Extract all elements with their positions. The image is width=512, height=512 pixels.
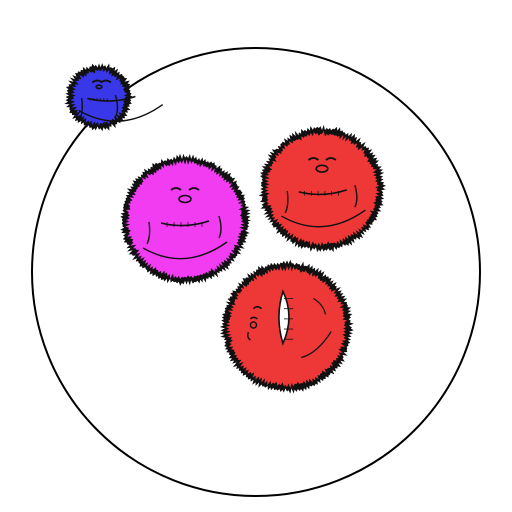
cheek-lines: [78, 94, 164, 122]
blob-red-2: [219, 259, 354, 394]
nose: [178, 194, 192, 204]
face: [281, 157, 366, 228]
mouth: [87, 95, 136, 102]
eyes: [170, 187, 200, 191]
mouth: [160, 220, 210, 227]
arena-layer: [31, 47, 481, 497]
blob-body: [264, 130, 380, 247]
mouth: [298, 189, 348, 196]
eyes: [91, 79, 112, 84]
nose: [95, 84, 103, 90]
blob-blue: [64, 63, 164, 132]
cheek-lines: [142, 215, 228, 260]
blob-red-1: [258, 124, 387, 253]
cheek-lines: [281, 184, 366, 228]
arena-boundary: [31, 47, 481, 497]
nose: [249, 321, 258, 329]
cheek-lines: [301, 298, 332, 359]
blob-layer: [64, 63, 387, 394]
nose: [315, 164, 329, 173]
eyes: [249, 305, 262, 320]
blob-body: [70, 68, 128, 126]
face: [142, 187, 228, 260]
face: [78, 79, 164, 122]
face: [247, 289, 332, 359]
eyes: [307, 157, 337, 161]
blob-magenta: [120, 153, 252, 286]
mouth: [278, 289, 290, 346]
